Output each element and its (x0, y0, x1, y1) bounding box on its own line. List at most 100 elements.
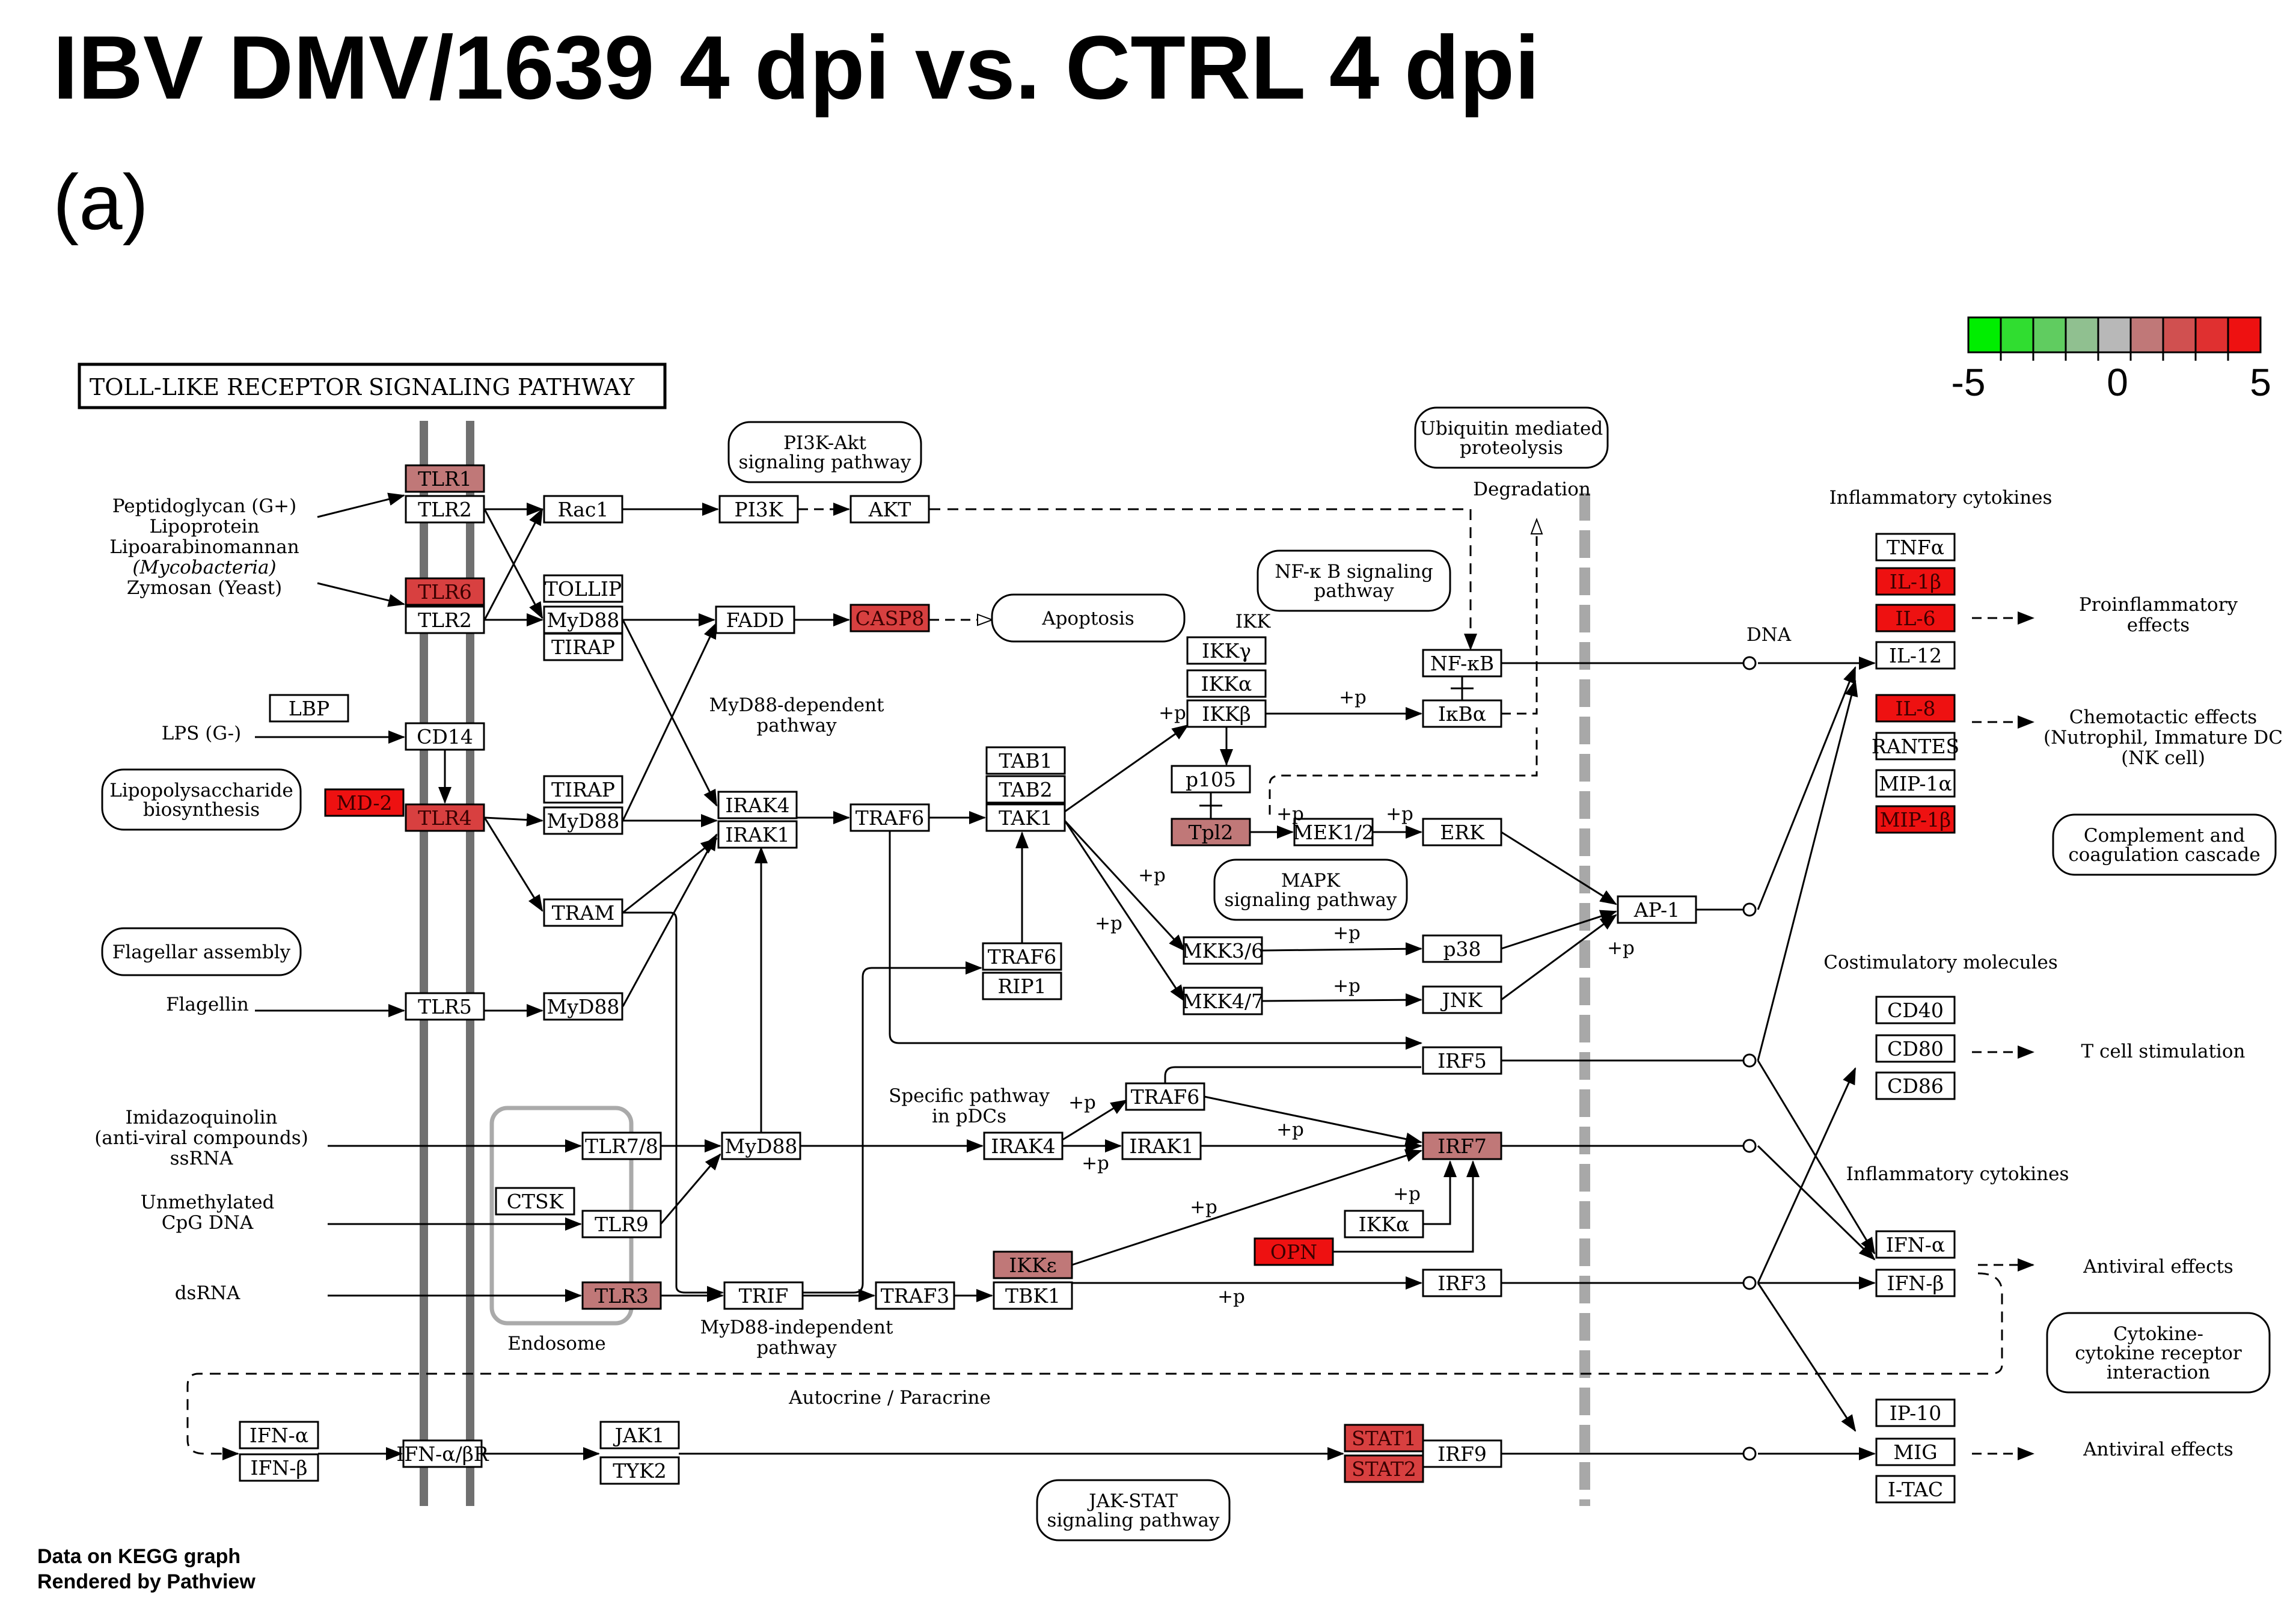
gene-node-box (1617, 895, 1697, 924)
gene-node-box (405, 992, 485, 1021)
gene-node-box (405, 803, 485, 832)
pathway-link-apoptosis[interactable]: Apoptosis (991, 593, 1186, 643)
pathway-link-label: coagulation cascade (2068, 844, 2260, 866)
gene-node-mip1a: MIP-1α (1875, 769, 1956, 798)
pathway-link-label: Lipopolysaccharide (109, 780, 293, 801)
gene-node-irak4b: IRAK4 (983, 1131, 1064, 1160)
gene-node-irf7: IRF7 (1422, 1131, 1502, 1160)
gene-node-label: IRF7 (1437, 1134, 1487, 1158)
gene-node-box (1422, 818, 1502, 846)
phosphorylation-mark: +p (1607, 937, 1635, 959)
gene-node-tlr2a: TLR2 (405, 495, 485, 524)
gene-node-label: PI3K (735, 498, 784, 521)
gene-node-irf5: IRF5 (1422, 1046, 1502, 1075)
gene-node-box (405, 464, 485, 493)
gene-node-tab2: TAB2 (985, 775, 1066, 804)
gene-node-box (599, 1421, 680, 1449)
gene-node-label: AKT (868, 498, 911, 521)
gene-node-label: IRAK4 (991, 1134, 1055, 1158)
gene-node-ifnb2: IFN-β (1875, 1269, 1956, 1297)
pathway-link-label: biosynthesis (143, 799, 260, 821)
label-line: (anti-viral compounds) (94, 1127, 308, 1149)
legend-cell (2098, 317, 2131, 352)
gene-node-label: IKKα (1359, 1213, 1410, 1236)
phosphorylation-mark: +p (1393, 1183, 1421, 1205)
gene-node-label: IKKε (1009, 1253, 1056, 1277)
gene-node-label: TRAF6 (856, 806, 925, 830)
gene-node-stat1: STAT1 (1344, 1424, 1424, 1452)
gene-node-box (543, 806, 623, 835)
gene-node-rac1: Rac1 (543, 495, 623, 524)
gene-node-label: ERK (1440, 821, 1485, 844)
label-line: (Mycobacteria) (132, 557, 276, 578)
label-line: Antiviral effects (2083, 1439, 2233, 1460)
gene-node-label: TLR2 (418, 608, 472, 632)
gene-node-tlr6: TLR6 (405, 577, 485, 606)
gene-node-stat2: STAT2 (1344, 1454, 1424, 1483)
pathway-link-label: signaling pathway (1047, 1510, 1220, 1531)
gene-node-box (269, 694, 349, 723)
pathway-link-label: interaction (2107, 1362, 2210, 1383)
gene-node-tab1: TAB1 (985, 746, 1066, 775)
gene-node-label: TLR7/8 (585, 1134, 658, 1158)
gene-node-label: TAB2 (999, 778, 1052, 801)
gene-node-label: IRAK1 (1129, 1134, 1193, 1158)
label-line: Inflammatory cytokines (1846, 1163, 2069, 1185)
gene-node-label: p38 (1443, 937, 1481, 961)
pathway-title-box (78, 363, 667, 409)
gene-node-box (1875, 996, 1956, 1024)
gene-node-label: IL-8 (1895, 697, 1935, 720)
gene-node-box (581, 1210, 662, 1238)
gene-node-mip1b: MIP-1β (1875, 805, 1956, 834)
label-line: dsRNA (175, 1282, 240, 1304)
gene-node-box (405, 722, 485, 751)
gene-node-ikka2: IKKα (1344, 1210, 1424, 1238)
gene-node-nfkb: NF-κB (1422, 649, 1502, 678)
legend-cell (2001, 317, 2033, 352)
label-lbl-autocrine: Autocrine / Paracrine (788, 1387, 991, 1409)
gene-node-ikkb: IKKβ (1186, 699, 1267, 728)
label-line: (Nutrophil, Immature DC (2043, 727, 2283, 748)
gene-node-traf6a: TRAF6 (850, 803, 930, 832)
gene-node-jak1: JAK1 (599, 1421, 680, 1449)
gene-node-rip1: RIP1 (982, 972, 1062, 1000)
phosphorylation-mark: +p (1276, 1119, 1304, 1140)
gene-node-label: Rac1 (558, 498, 609, 521)
gene-node-label: NF-κB (1430, 652, 1494, 675)
label-lbl-inflam1: Inflammatory cytokines (1829, 487, 2053, 509)
gene-node-tlr2b: TLR2 (405, 605, 485, 634)
gene-node-label: I-TAC (1888, 1478, 1943, 1501)
gene-node-box (875, 1281, 955, 1310)
gene-node-label: IL-6 (1895, 607, 1935, 630)
gene-node-myd88c: MyD88 (543, 992, 623, 1021)
gene-node-lbp: LBP (269, 694, 349, 723)
gene-node-box (1875, 1475, 1956, 1504)
gene-node-box (993, 1250, 1073, 1279)
gene-node-label: IKKα (1201, 672, 1252, 696)
gene-node-cd40: CD40 (1875, 996, 1956, 1024)
gene-node-label: CD14 (417, 725, 473, 748)
gene-node-label: CD80 (1887, 1037, 1944, 1061)
gene-node-label: IP-10 (1890, 1401, 1942, 1425)
gene-node-label: STAT2 (1352, 1457, 1416, 1481)
gene-node-label: IKKβ (1202, 702, 1251, 726)
gene-node-label: TAK1 (999, 806, 1053, 830)
legend-cell (2033, 317, 2066, 352)
gene-node-p105: p105 (1171, 765, 1251, 794)
gene-node-label: CASP8 (856, 607, 925, 630)
gene-node-box (543, 775, 623, 804)
gene-node-box (239, 1421, 319, 1449)
label-lbl-endosome: Endosome (507, 1333, 605, 1354)
gene-node-label: TAB1 (999, 749, 1052, 773)
gene-node-ifna1: IFN-α (239, 1421, 319, 1449)
pathway-link-flagellar[interactable]: Flagellar assembly (101, 927, 302, 976)
